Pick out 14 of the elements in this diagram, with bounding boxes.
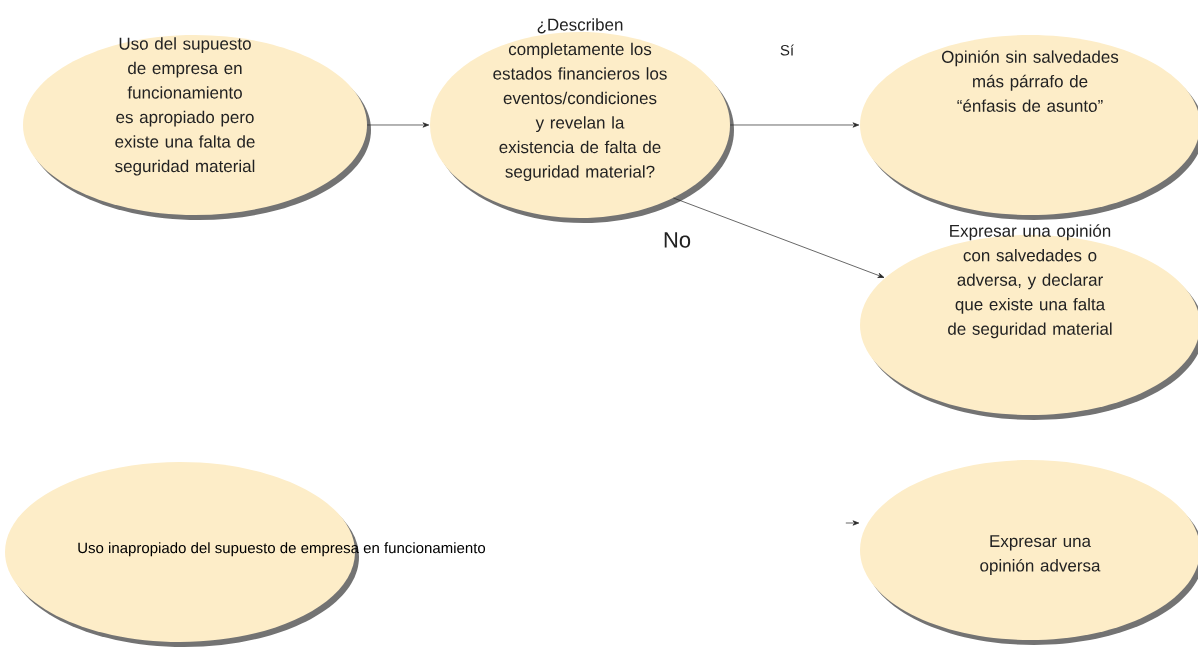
arrow (673, 197, 885, 278)
edge-label: No (664, 232, 691, 248)
arrow (845, 520, 860, 526)
arrow (366, 122, 430, 128)
ellipse-node: Uso inapropiado del supuesto de empresa en funcionamiento (5, 462, 486, 647)
ellipse-node: Uso del supuesto de empresa en funcionamiento es apropiado pero existe una falta de seguridad material (23, 35, 371, 220)
ellipse-node: Expresar una opinión adversa (860, 460, 1198, 645)
arrow (729, 122, 860, 128)
ellipse-node: Expresar una opinión con salvedades o adversa, y declarar que existe una falta de seguridad material (860, 224, 1198, 420)
node-label: ¿Describen (537, 18, 623, 34)
ellipse-node: Opinión sin salvedades más párrafo de “énfasis de asunto” (860, 35, 1198, 220)
ellipse-node: ¿Describen completamente los estados financieros los eventos/condiciones y revelan la existencia de falta de seguridad material? (430, 18, 734, 223)
node-label: Expresar una opinión (950, 224, 1111, 241)
edge-label: Sí (780, 44, 794, 56)
